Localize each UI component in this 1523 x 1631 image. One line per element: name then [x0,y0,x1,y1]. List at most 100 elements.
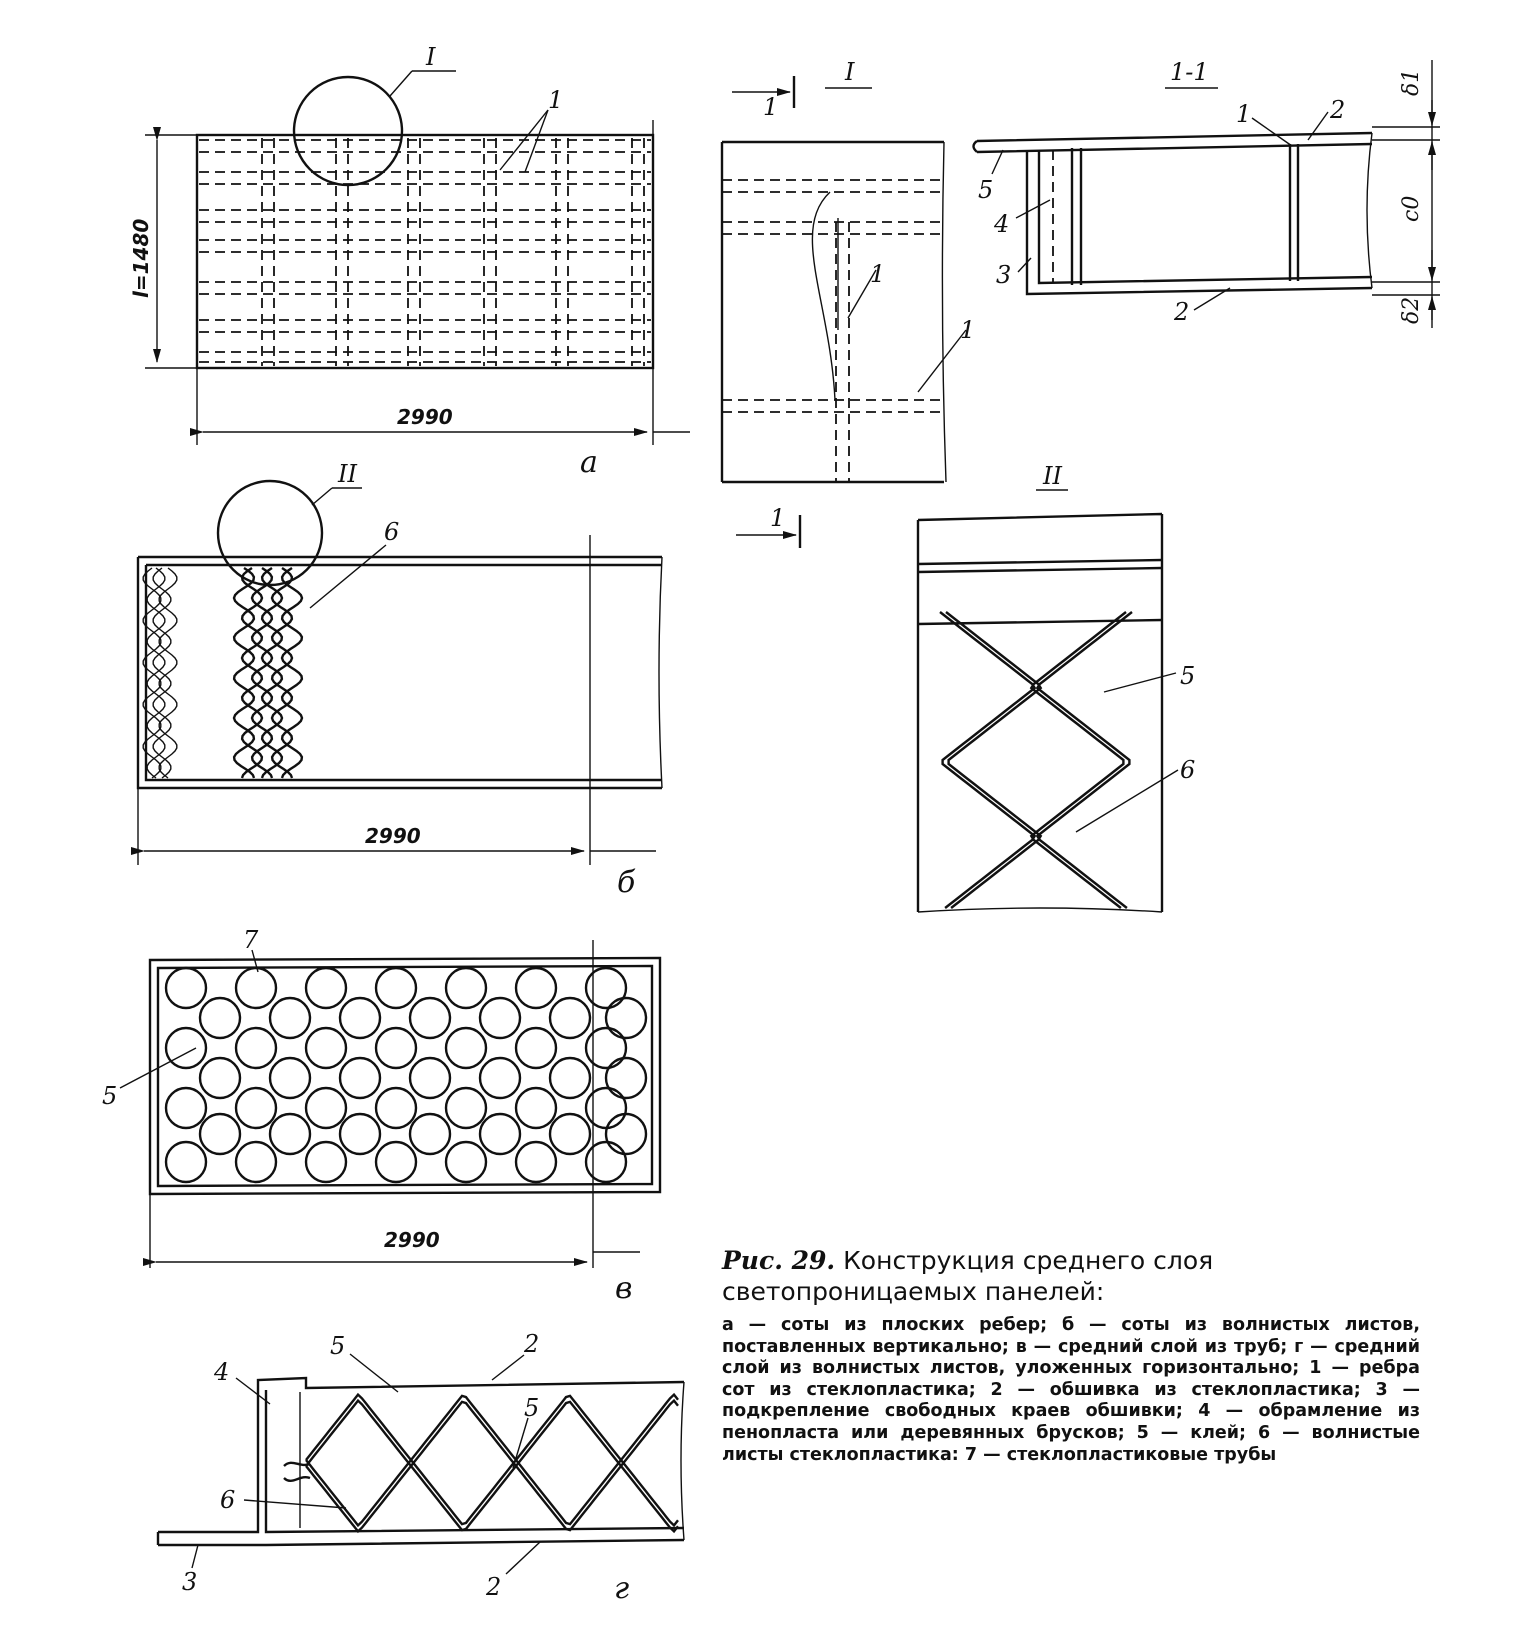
section-label-3: 3 [996,261,1011,289]
tube [198,996,242,1040]
detail-II-mark: II [337,460,357,488]
tube [604,1112,648,1156]
caption-title-text: Конструкция среднего слоя светопроницаем… [722,1246,1214,1306]
view-a-flat-rib-panel: I 1 l=1480 2990 а [129,43,690,480]
tube [234,966,278,1010]
figure-label: Рис. 29. [722,1246,836,1275]
detail-II-callout-circle [216,479,324,587]
detail-II: II 5 6 [916,462,1195,913]
view-g-label-5-center: 5 [524,1394,539,1422]
tube [444,1140,488,1184]
view-v-width-dim: 2990 [384,1228,440,1252]
tube [164,1140,208,1184]
view-v-tube-label: 7 [243,926,259,954]
tube [478,1112,522,1156]
tube [338,996,382,1040]
tube [268,1056,312,1100]
horizontal-corrugated-sheets [305,1392,679,1534]
tube [304,966,348,1010]
dim-c0: c0 [1399,196,1424,222]
corrugated-sheet [240,567,264,779]
view-g-label-3: 3 [182,1568,197,1596]
tube [604,1056,648,1100]
tube [514,1086,558,1130]
detail-I-part-label-upper: 1 [870,260,885,288]
horizontal-sheet [305,1398,679,1534]
caption-legend: а — соты из плоских ребер; б — соты из в… [722,1315,1420,1465]
rib-grid [199,138,651,366]
detail-II-label-6: 6 [1180,756,1195,784]
view-a-part-label: 1 [548,86,563,114]
view-b-width-dim: 2990 [365,824,421,848]
dim-delta2: δ2 [1399,297,1424,324]
tube [444,966,488,1010]
tube [374,1140,418,1184]
tube [164,1086,208,1130]
corrugated-sheet [280,567,304,779]
section-mark-top: 1 [763,93,778,121]
tube [444,1086,488,1130]
view-b-letter: б [617,865,636,900]
view-b-part-label: 6 [384,518,399,546]
corrugated-sheet-left [152,567,172,779]
tube [444,1026,488,1070]
tube [478,1056,522,1100]
tube [548,1112,592,1156]
tube [548,1056,592,1100]
detail-II-sheet [1029,611,1127,909]
detail-I-part-label-lower: 1 [960,316,975,344]
detail-II-sheet [1035,611,1133,909]
detail-II-corrugated-sheets [939,611,1133,909]
section-label-4: 4 [993,210,1009,238]
tube [338,1112,382,1156]
tube [198,1056,242,1100]
section-mark-bottom: 1 [770,504,785,532]
dim-delta1: δ1 [1399,69,1424,96]
tube [584,1140,628,1184]
tube [408,1112,452,1156]
tube [198,1112,242,1156]
horizontal-sheet [305,1392,679,1528]
tube [584,1026,628,1070]
horizontal-sheet [305,1398,679,1534]
corrugated-sheet [232,567,256,779]
corrugated-sheets [142,567,304,779]
tube [234,1086,278,1130]
detail-I-title: I [844,58,855,86]
section-1-1: 1-1 δ1 c0 δ2 1 2 5 4 3 2 [972,58,1440,328]
tube [268,1112,312,1156]
tube [304,1086,348,1130]
tubes [164,966,648,1184]
detail-II-sheet [939,611,1037,909]
tube [374,966,418,1010]
detail-II-label-5: 5 [1180,662,1195,690]
view-g-label-6: 6 [220,1486,235,1514]
view-v-glue-label: 5 [102,1082,117,1110]
detail-I-callout-circle [292,75,404,187]
figure-caption: Рис. 29. Конструкция среднего слоя свето… [722,1245,1420,1466]
corrugated-sheet [260,567,284,779]
tube [268,996,312,1040]
section-label-2-bottom: 2 [1173,298,1189,326]
detail-II-sheet [945,611,1043,909]
view-v-letter: в [615,1271,632,1306]
tube [514,1026,558,1070]
tube [164,966,208,1010]
tube [604,996,648,1040]
tube [478,996,522,1040]
tube [374,1086,418,1130]
tube [408,1056,452,1100]
section-label-1: 1 [1236,100,1251,128]
view-v-tube-panel: 7 5 2990 в [102,926,662,1306]
tube [374,1026,418,1070]
view-g-horizontal-corrugated: 5 2 4 5 6 3 2 г [156,1330,685,1606]
corrugated-sheet-left [146,567,166,779]
caption-title: Рис. 29. Конструкция среднего слоя свето… [722,1245,1420,1307]
tube [584,1086,628,1130]
tube [338,1056,382,1100]
view-g-label-2-top: 2 [523,1330,539,1358]
view-g-label-4: 4 [213,1358,229,1386]
section-1-1-title: 1-1 [1170,58,1209,86]
tube [234,1026,278,1070]
